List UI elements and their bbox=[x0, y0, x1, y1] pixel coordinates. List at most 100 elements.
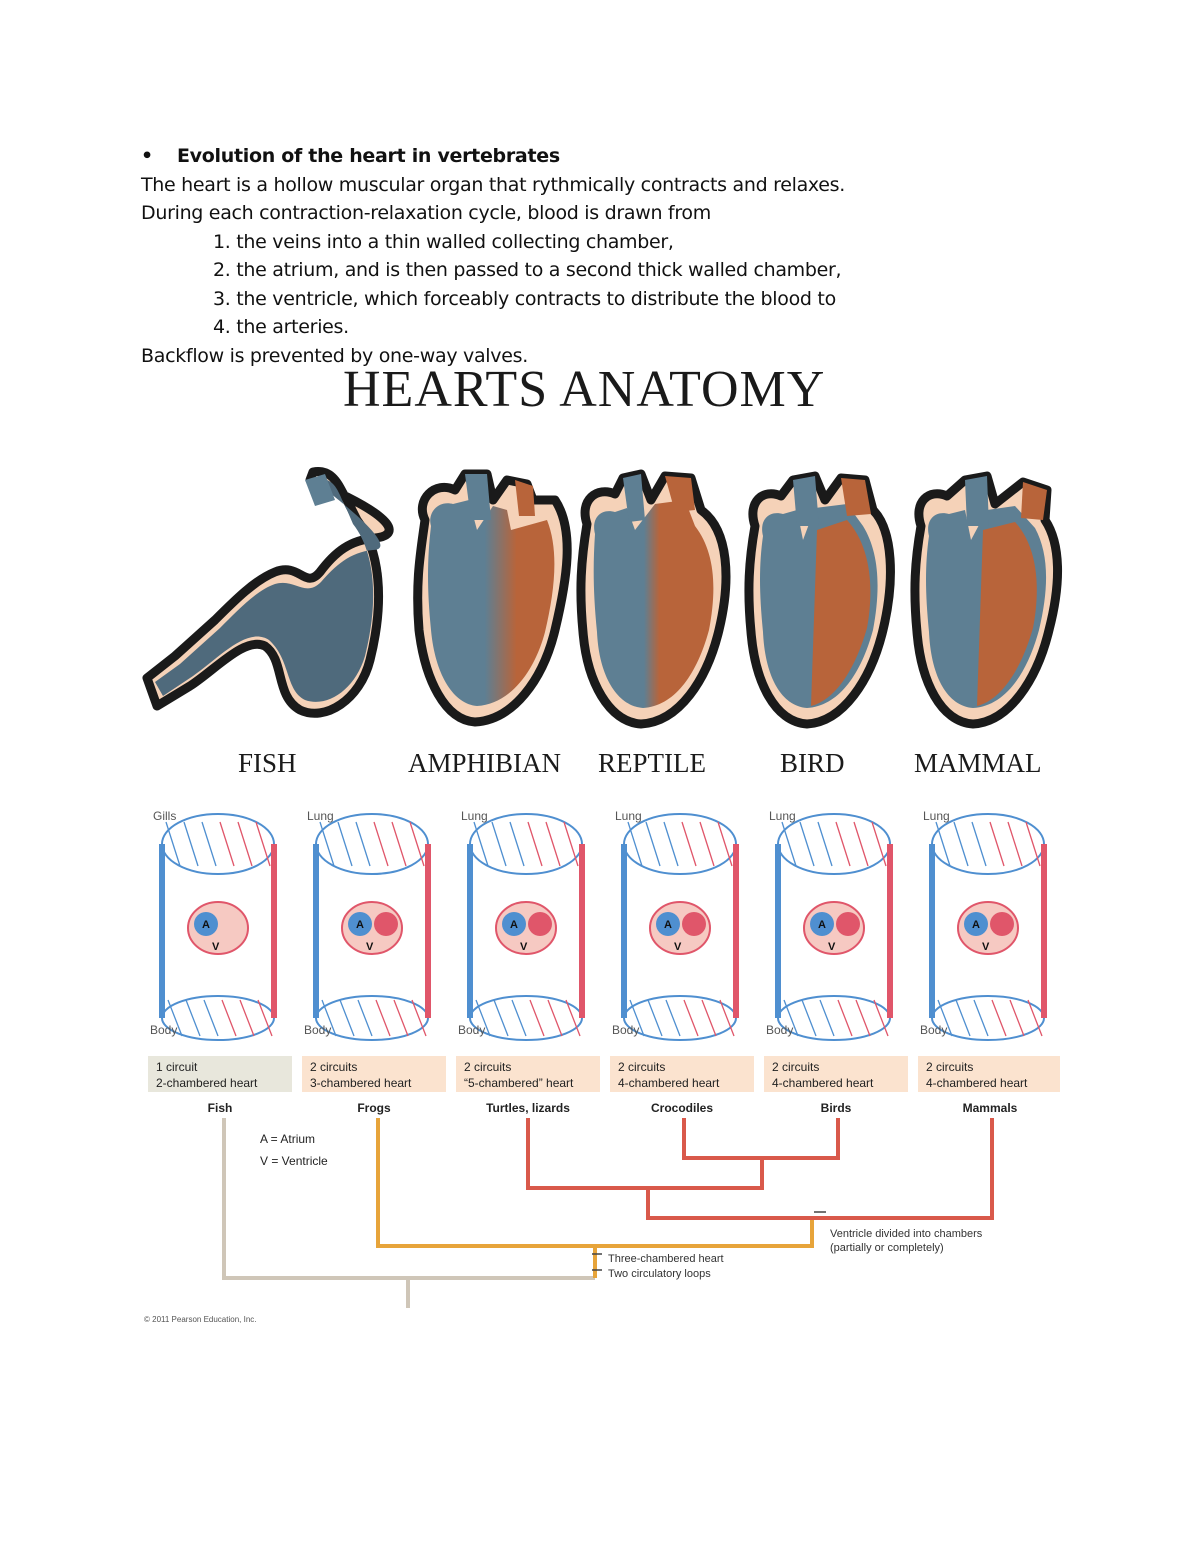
capillary bbox=[511, 999, 527, 1037]
capillary-bed-bottom bbox=[161, 995, 275, 1041]
capillary bbox=[953, 821, 969, 867]
intro-text: • Evolution of the heart in vertebrates … bbox=[141, 142, 1041, 370]
capillary bbox=[257, 999, 273, 1037]
mammal-heart-icon bbox=[910, 471, 1063, 729]
capillary-bed-top bbox=[161, 813, 275, 875]
info-box bbox=[456, 1056, 600, 1092]
capillary bbox=[801, 999, 817, 1037]
capillary bbox=[647, 999, 663, 1037]
capillary bbox=[1009, 999, 1025, 1037]
capillary-bed-top bbox=[469, 813, 583, 875]
capillary bbox=[527, 821, 543, 867]
capillary-bed-bottom bbox=[469, 995, 583, 1041]
taxon-label: Mammals bbox=[963, 1101, 1018, 1115]
capillary-bed-top bbox=[931, 813, 1045, 875]
circuits-label: 2 circuits bbox=[310, 1060, 357, 1074]
taxon-label: Turtles, lizards bbox=[486, 1101, 570, 1115]
label-mammal: MAMMAL bbox=[914, 748, 1042, 778]
capillary bbox=[393, 999, 409, 1037]
capillary bbox=[701, 999, 717, 1037]
chambers-label: 2-chambered heart bbox=[156, 1076, 258, 1090]
atrium-icon bbox=[990, 912, 1014, 936]
capillary bbox=[665, 999, 681, 1037]
capillary bbox=[339, 999, 355, 1037]
capillary bbox=[167, 999, 183, 1037]
chamber-letter: A bbox=[510, 919, 518, 931]
label-bird: BIRD bbox=[780, 748, 845, 778]
label-amphibian: AMPHIBIAN bbox=[408, 748, 562, 778]
chamber-letter: V bbox=[366, 941, 374, 953]
chambers-label: 3-chambered heart bbox=[310, 1076, 412, 1090]
organ-label-bottom: Body bbox=[150, 1023, 177, 1037]
capillary bbox=[545, 821, 561, 867]
capillary bbox=[819, 999, 835, 1037]
chambers-label: 4-chambered heart bbox=[618, 1076, 720, 1090]
capillary bbox=[853, 821, 869, 867]
circuits-label: 2 circuits bbox=[618, 1060, 665, 1074]
chamber-letter: V bbox=[212, 941, 220, 953]
capillary bbox=[357, 999, 373, 1037]
organ-label-top: Lung bbox=[923, 809, 950, 823]
chamber-letter: V bbox=[828, 941, 836, 953]
capillary bbox=[935, 821, 951, 867]
capillary bbox=[201, 821, 217, 867]
capillary bbox=[563, 821, 579, 867]
info-box bbox=[302, 1056, 446, 1092]
organ-label-top: Lung bbox=[307, 809, 334, 823]
organ-label-top: Lung bbox=[615, 809, 642, 823]
capillary bbox=[781, 821, 797, 867]
capillary bbox=[699, 821, 715, 867]
capillary-bed-bottom bbox=[931, 995, 1045, 1041]
list-item: 2. the atrium, and is then passed to a s… bbox=[213, 259, 842, 281]
note-two-loops: Two circulatory loops bbox=[608, 1268, 711, 1280]
organ-label-bottom: Body bbox=[304, 1023, 331, 1037]
note-ventricle-divided: Ventricle divided into chambers bbox=[830, 1228, 983, 1240]
tree-tick bbox=[592, 1253, 602, 1271]
taxon-label: Fish bbox=[208, 1101, 233, 1115]
reptile-heart-icon bbox=[576, 469, 731, 729]
capillary bbox=[817, 821, 833, 867]
circuits-label: 2 circuits bbox=[464, 1060, 511, 1074]
capillary bbox=[411, 999, 427, 1037]
tree-branch-mammals bbox=[646, 1118, 994, 1220]
phylogeny-tree bbox=[222, 1118, 994, 1308]
capillary-bed-top bbox=[623, 813, 737, 875]
capillary bbox=[645, 821, 661, 867]
capillary bbox=[855, 999, 871, 1037]
capillary bbox=[547, 999, 563, 1037]
chamber-letter: A bbox=[202, 919, 210, 931]
capillary bbox=[355, 821, 371, 867]
label-reptile: REPTILE bbox=[598, 748, 706, 778]
capillary bbox=[681, 821, 697, 867]
taxon-label: Frogs bbox=[357, 1101, 391, 1115]
circuits-label: 2 circuits bbox=[926, 1060, 973, 1074]
chamber-letter: A bbox=[972, 919, 980, 931]
organ-label-bottom: Body bbox=[612, 1023, 639, 1037]
organ-label-top: Lung bbox=[461, 809, 488, 823]
paragraph-line-1: The heart is a hollow muscular organ tha… bbox=[141, 173, 845, 196]
capillary bbox=[937, 999, 953, 1037]
section-heading: Evolution of the heart in vertebrates bbox=[177, 145, 560, 167]
capillary bbox=[219, 821, 235, 867]
atrium-icon bbox=[810, 912, 834, 936]
chamber-letter: A bbox=[664, 919, 672, 931]
capillary bbox=[1007, 821, 1023, 867]
capillary bbox=[1027, 999, 1043, 1037]
circuits-label: 1 circuit bbox=[156, 1060, 198, 1074]
chambers-label: “5-chambered” heart bbox=[464, 1076, 574, 1090]
capillary bbox=[221, 999, 237, 1037]
capillary bbox=[783, 999, 799, 1037]
capillary bbox=[835, 821, 851, 867]
list-item: 4. the arteries. bbox=[213, 316, 349, 338]
capillary bbox=[873, 999, 889, 1037]
atrium-icon bbox=[194, 912, 218, 936]
paragraph-line-2: During each contraction-relaxation cycle… bbox=[141, 202, 711, 224]
capillary bbox=[337, 821, 353, 867]
capillary bbox=[871, 821, 887, 867]
legend-atrium: A = Atrium bbox=[260, 1132, 315, 1146]
